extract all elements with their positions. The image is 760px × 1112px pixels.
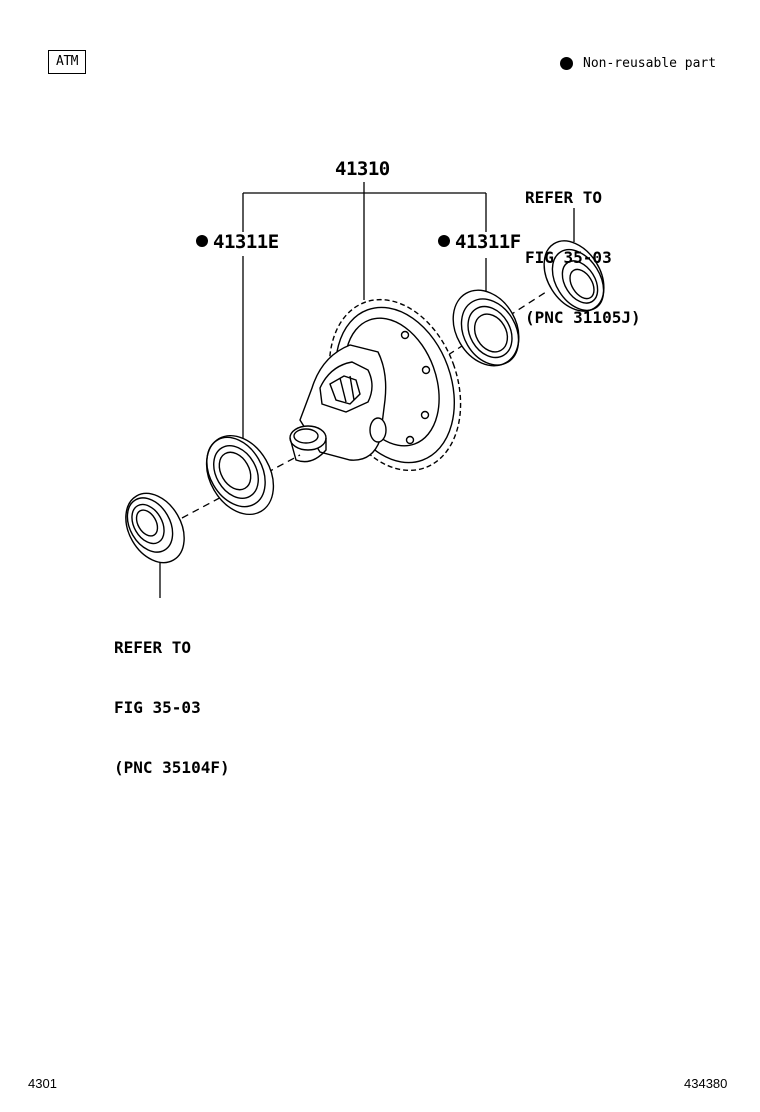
left-bearing bbox=[205, 434, 275, 516]
atm-badge: ATM bbox=[48, 50, 86, 74]
ref-line: (PNC 35104F) bbox=[114, 758, 230, 777]
right-bearing-callout: 41311F bbox=[438, 231, 521, 253]
left-bearing-number: 41311E bbox=[213, 231, 279, 253]
right-bearing bbox=[452, 289, 520, 367]
legend-text: Non-reusable part bbox=[583, 55, 717, 71]
differential-case bbox=[289, 298, 462, 472]
right-bearing-number: 41311F bbox=[455, 231, 521, 253]
assembly-callout: 41310 bbox=[335, 158, 390, 180]
non-reusable-dot-icon bbox=[196, 235, 208, 247]
ref-top-right: REFER TO FIG 35-03 (PNC 31105J) bbox=[525, 148, 641, 348]
non-reusable-dot-icon bbox=[560, 56, 573, 70]
legend: Non-reusable part bbox=[560, 54, 716, 72]
left-oil-seal bbox=[125, 492, 185, 564]
ref-line: REFER TO bbox=[114, 638, 192, 657]
illustration-id: 434380 bbox=[684, 1076, 728, 1091]
ref-bottom-left: REFER TO FIG 35-03 (PNC 35104F) bbox=[114, 598, 230, 798]
ref-line: REFER TO bbox=[525, 188, 603, 207]
non-reusable-dot-icon bbox=[438, 235, 450, 247]
figure-number: 4301 bbox=[28, 1076, 57, 1091]
ref-line: (PNC 31105J) bbox=[525, 308, 641, 327]
ref-line: FIG 35-03 bbox=[114, 698, 201, 717]
left-bearing-callout: 41311E bbox=[196, 231, 279, 253]
ref-line: FIG 35-03 bbox=[525, 248, 612, 267]
right-oil-seal bbox=[543, 240, 605, 312]
